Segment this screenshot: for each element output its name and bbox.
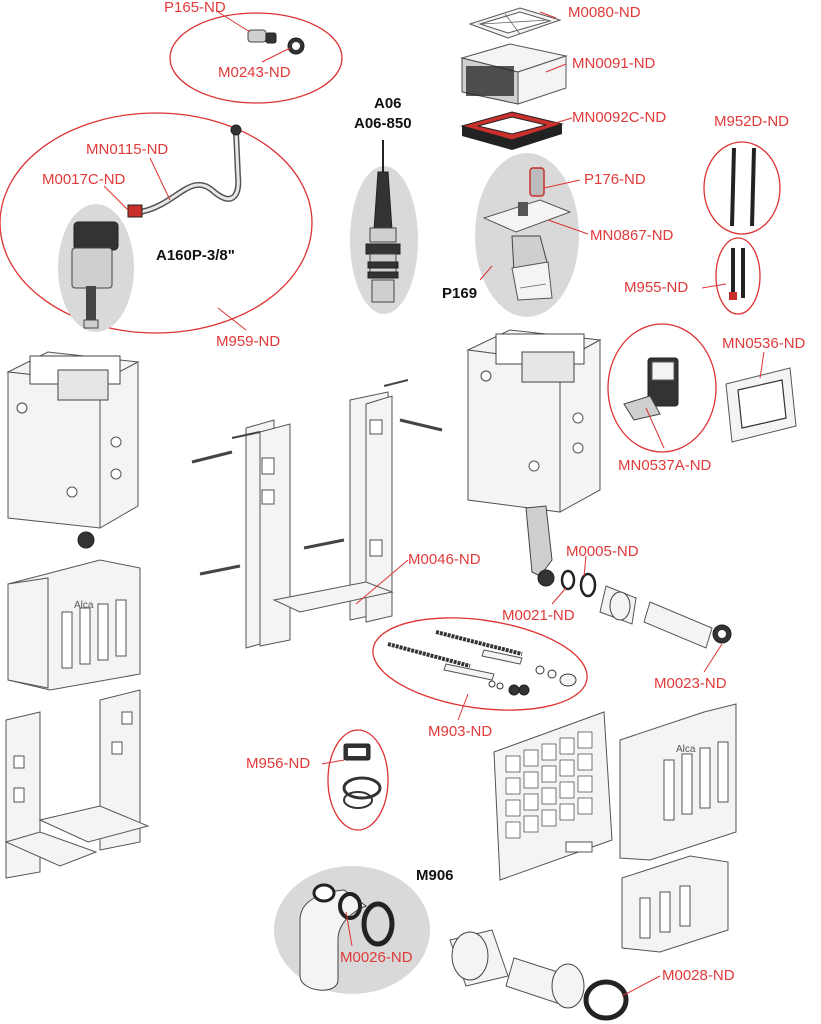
group-a06: [350, 140, 418, 314]
right-cistern: [466, 329, 602, 587]
p176-part: [529, 167, 545, 197]
label-p169: P169: [442, 285, 477, 302]
right-flush-pipes: [560, 569, 732, 649]
label-m0021: M0021-ND: [502, 607, 575, 624]
mn0537a-ring: [607, 323, 717, 453]
mn0536-plate: [725, 367, 797, 443]
label-m903: M903-ND: [428, 723, 492, 740]
bottom-right-small-panel: [621, 855, 729, 953]
bottom-right-panel: Alca: [619, 703, 737, 861]
label-a06: A06: [374, 95, 402, 112]
bottom-panel-logo: Alca: [676, 744, 696, 755]
left-lower-frame: [4, 689, 150, 879]
left-cover-logo: Alca: [74, 600, 94, 611]
label-m955: M955-ND: [624, 279, 688, 296]
label-m906: M906: [416, 867, 454, 884]
label-m0023: M0023-ND: [654, 675, 727, 692]
group-m952d: [703, 141, 781, 235]
group-p165: [169, 12, 343, 104]
label-m0046: M0046-ND: [408, 551, 481, 568]
m959-ring: [0, 112, 313, 334]
label-m0005: M0005-ND: [566, 543, 639, 560]
label-m952d: M952D-ND: [714, 113, 789, 130]
label-m0028: M0028-ND: [662, 967, 735, 984]
label-a160p: A160P-3/8": [156, 247, 235, 264]
label-p165: P165-ND: [164, 0, 226, 16]
bottom-pipes: [449, 929, 629, 1021]
label-m0080: M0080-ND: [568, 4, 641, 21]
label-mn0536: MN0536-ND: [722, 335, 806, 352]
group-m959: [0, 112, 313, 334]
left-cover-panel: Alca: [7, 559, 141, 691]
label-mn0867: MN0867-ND: [590, 227, 674, 244]
m952d-ring: [703, 141, 781, 235]
m956-ring: [327, 729, 389, 831]
label-a06-850: A06-850: [354, 115, 412, 132]
label-mn0115: MN0115-ND: [86, 141, 168, 158]
group-m956: [327, 729, 389, 831]
p165-valve-part: [247, 29, 305, 55]
part-labels: P165-ND M0243-ND M0080-ND MN0091-ND MN00…: [42, 0, 806, 984]
bottom-right-cover: [493, 711, 613, 881]
label-m956: M956-ND: [246, 755, 310, 772]
label-m0026: M0026-ND: [340, 949, 413, 966]
m955-ring: [715, 237, 761, 315]
left-cistern: [6, 351, 140, 549]
label-mn0091: MN0091-ND: [572, 55, 656, 72]
p169-highlight: [475, 153, 579, 317]
label-m0017c: M0017C-ND: [42, 171, 126, 188]
m0017c-part: [127, 204, 143, 218]
center-mounting-frame: [191, 379, 443, 649]
group-p169: [475, 153, 579, 317]
group-tank-top: [460, 7, 568, 150]
m903-ring: [372, 617, 588, 711]
label-mn0537a: MN0537A-ND: [618, 457, 712, 474]
group-m906: [274, 866, 430, 994]
label-p176: P176-ND: [584, 171, 646, 188]
label-m959: M959-ND: [216, 333, 280, 350]
label-m0243: M0243-ND: [218, 64, 291, 81]
group-mn0537a: [607, 323, 717, 453]
group-m955: [715, 237, 761, 315]
mn0091-box: [460, 43, 568, 105]
p165-ring: [169, 12, 343, 104]
mn0092c-frame: [460, 111, 564, 150]
leader-lines: [103, 11, 765, 997]
group-m903: [372, 617, 588, 711]
label-mn0092c: MN0092C-ND: [572, 109, 666, 126]
m906-highlight: [274, 866, 430, 994]
